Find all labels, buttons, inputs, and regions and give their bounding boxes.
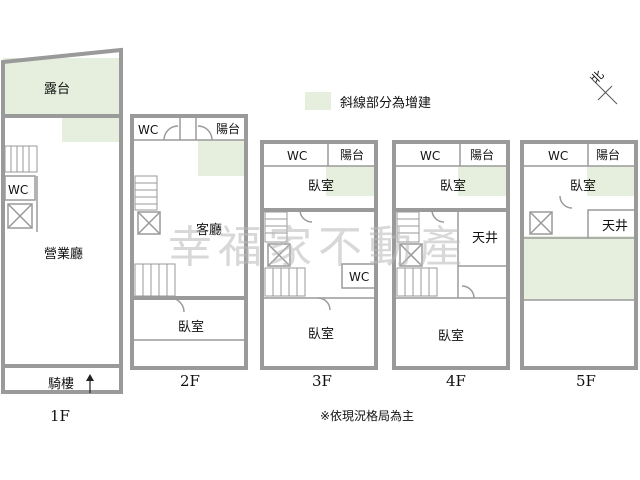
- floor-4f: WC 陽台 臥室 天井 臥室 4F: [392, 140, 510, 390]
- elevator-2f: [137, 211, 161, 235]
- elevator-3f: [267, 243, 291, 267]
- room-1f-hall: 營業廳: [44, 246, 83, 262]
- room-5f-skylight: 天井: [602, 219, 628, 234]
- floor-label-1f: 1F: [50, 407, 70, 425]
- stairs-2f: [134, 175, 176, 297]
- compass-label: 北: [588, 68, 606, 86]
- room-2f-bedroom: 臥室: [178, 319, 204, 335]
- room-4f-bedroom2: 臥室: [438, 328, 464, 344]
- elevator-4f: [399, 243, 423, 267]
- floor-label-5f: 5F: [576, 372, 596, 390]
- north-arrow-icon: 北: [588, 68, 618, 105]
- elevator-5f: [529, 211, 553, 235]
- room-1f-arcade: 騎樓: [48, 377, 74, 392]
- room-3f-bedroom2: 臥室: [308, 326, 334, 342]
- room-2f-living: 客廳: [196, 222, 222, 238]
- floor-1f: WC 露台 營業廳 騎樓 1F: [1, 47, 123, 425]
- entrance-arrow-icon: [86, 374, 94, 393]
- room-4f-bedroom1: 臥室: [440, 178, 466, 194]
- room-3f-bedroom1: 臥室: [308, 178, 334, 194]
- floor-label-3f: 3F: [312, 372, 332, 390]
- floor-label-2f: 2F: [180, 372, 200, 390]
- room-1f-terrace: 露台: [44, 82, 70, 97]
- room-4f-skylight: 天井: [472, 231, 498, 246]
- legend: 斜線部分為增建: [305, 92, 431, 111]
- stairs-4f: [396, 211, 438, 297]
- watermark: 幸福家不動產: [168, 222, 468, 273]
- room-1f-wc: WC: [8, 183, 28, 197]
- room-5f-bedroom: 臥室: [570, 178, 596, 194]
- room-5f-wc: WC: [548, 149, 568, 163]
- skylight-4f: [457, 209, 509, 267]
- legend-text: 斜線部分為增建: [340, 95, 431, 111]
- room-3f-wc2: WC: [349, 270, 369, 284]
- floor-3f: WC 陽台 臥室 WC 臥室 3F: [260, 140, 378, 390]
- elevator-1f: [7, 203, 33, 229]
- room-4f-balcony: 陽台: [470, 147, 494, 162]
- room-5f-balcony: 陽台: [596, 147, 620, 162]
- room-3f-balcony: 陽台: [340, 147, 364, 162]
- room-2f-wc: WC: [138, 123, 158, 137]
- floor-2f: WC 陽台 客廳 臥室 2F: [130, 114, 248, 390]
- skylight-5f: [587, 209, 637, 239]
- room-4f-wc: WC: [420, 149, 440, 163]
- stairs-3f: [264, 211, 306, 297]
- room-2f-balcony: 陽台: [216, 121, 240, 136]
- stairs-1f: [4, 145, 38, 173]
- floor-label-4f: 4F: [446, 372, 466, 390]
- layout-note: ※依現況格局為主: [320, 408, 414, 423]
- floor-5f: WC 陽台 臥室 天井 5F: [520, 140, 638, 390]
- legend-swatch: [305, 92, 331, 110]
- room-3f-wc: WC: [287, 149, 307, 163]
